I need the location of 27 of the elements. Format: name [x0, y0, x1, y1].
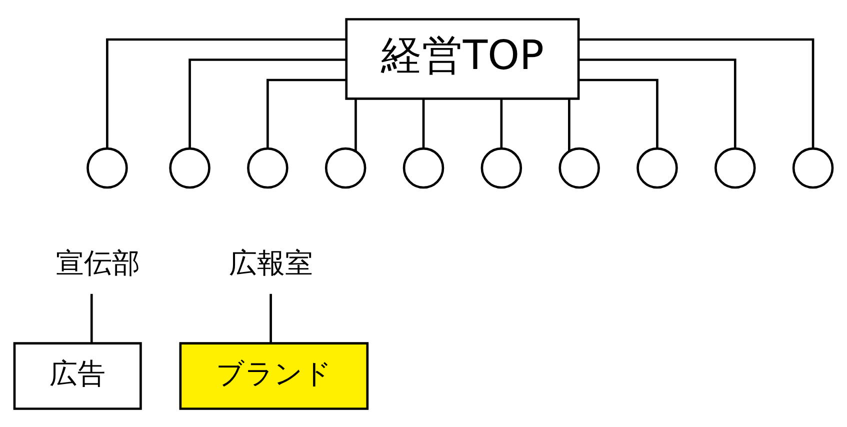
connector	[90, 293, 93, 342]
node-circle	[169, 146, 210, 188]
connector	[106, 38, 346, 148]
node-circle	[247, 146, 288, 188]
node-circle	[324, 146, 366, 188]
node-circle	[86, 146, 128, 188]
connector	[500, 98, 503, 148]
node-circle	[480, 146, 522, 188]
connector	[422, 98, 425, 148]
connector	[354, 98, 357, 151]
connector	[270, 293, 272, 342]
node-circle	[792, 146, 834, 188]
node-text: 広報室	[228, 246, 313, 279]
node-box: 経営TOP	[345, 18, 580, 100]
node-box: ブランド	[179, 342, 369, 410]
connector	[266, 78, 346, 148]
node-circle	[636, 146, 678, 188]
connector	[188, 58, 346, 148]
node-box: 広告	[13, 342, 142, 410]
connector	[578, 78, 658, 148]
node-circle	[558, 146, 600, 188]
connector	[568, 98, 570, 151]
connector	[578, 38, 814, 148]
node-circle	[402, 146, 444, 188]
node-text: 宣伝部	[56, 246, 140, 279]
connector	[578, 58, 736, 148]
node-circle	[714, 146, 756, 188]
